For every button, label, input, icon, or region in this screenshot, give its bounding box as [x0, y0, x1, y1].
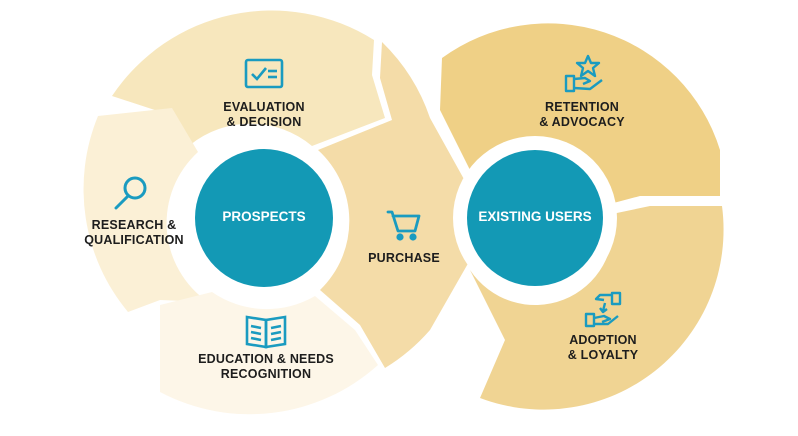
- adoption-line2: & LOYALTY: [567, 348, 639, 362]
- segment-retention: [440, 23, 720, 206]
- segment-evaluation: [112, 10, 385, 147]
- research-line1: RESEARCH &: [91, 218, 177, 232]
- education-line2: RECOGNITION: [220, 367, 312, 381]
- open-book-icon: [245, 315, 287, 349]
- checklist-icon: [244, 58, 284, 89]
- adoption-line1: ADOPTION: [569, 333, 637, 347]
- retention-line1: RETENTION: [544, 100, 620, 114]
- prospects-cycle: [83, 10, 498, 415]
- existing-users-label: EXISTING USERS: [478, 209, 592, 224]
- handover-icon: [584, 291, 622, 328]
- purchase-line1: PURCHASE: [368, 251, 440, 265]
- segment-research: [83, 108, 208, 312]
- research-line2: QUALIFICATION: [84, 233, 184, 247]
- prospects-hub: [195, 149, 333, 287]
- magnifier-icon: [114, 176, 147, 210]
- evaluation-line2: & DECISION: [226, 115, 302, 129]
- stage-research-label: RESEARCH & QUALIFICATION: [64, 218, 204, 248]
- segment-purchase: [318, 42, 498, 368]
- segment-adoption: [470, 206, 724, 410]
- retention-line2: & ADVOCACY: [539, 115, 625, 129]
- evaluation-line1: EVALUATION: [223, 100, 305, 114]
- stage-evaluation-label: EVALUATION & DECISION: [194, 100, 334, 130]
- existing-users-cycle: [440, 23, 724, 410]
- segment-education: [160, 292, 378, 415]
- stage-retention-label: RETENTION & ADVOCACY: [512, 100, 652, 130]
- stage-purchase-label: PURCHASE: [354, 251, 454, 266]
- star-in-hand-icon: [564, 54, 603, 93]
- stage-adoption-label: ADOPTION & LOYALTY: [538, 333, 668, 363]
- prospects-label: PROSPECTS: [222, 209, 306, 224]
- shopping-cart-icon: [386, 210, 421, 241]
- education-line1: EDUCATION & NEEDS: [198, 352, 334, 366]
- stage-education-label: EDUCATION & NEEDS RECOGNITION: [186, 352, 346, 382]
- existing-users-hub: [467, 150, 603, 286]
